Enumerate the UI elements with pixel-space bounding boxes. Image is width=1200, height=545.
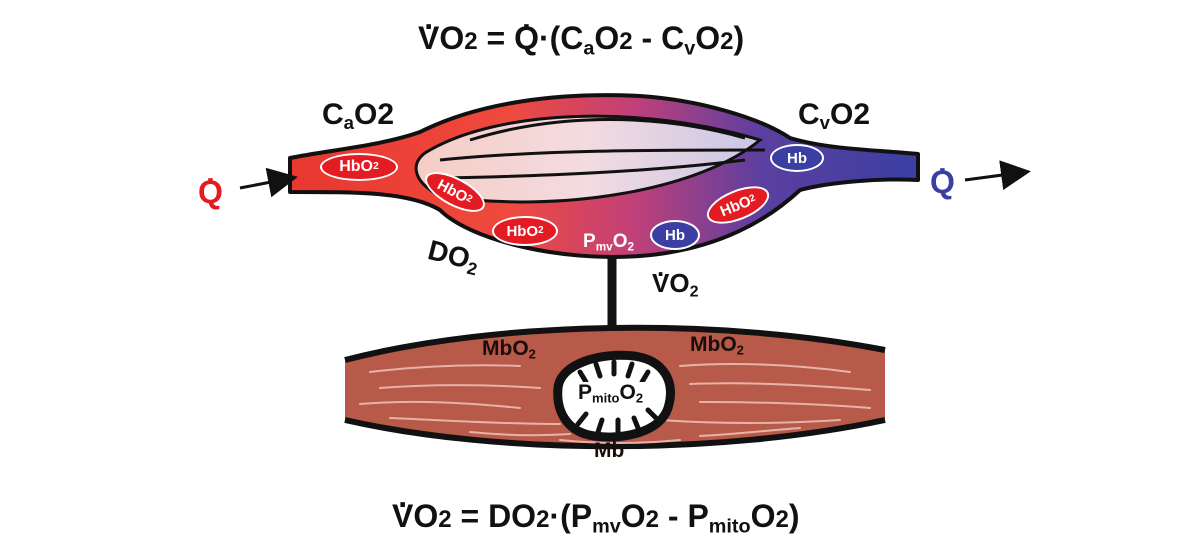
label-subscript: 2 <box>736 342 744 358</box>
equation-top: VO2 = Q·(CaO2 - CvO2) <box>418 20 745 58</box>
pill-text: Hb <box>665 226 685 244</box>
label-subscript: 2 <box>528 346 536 362</box>
label-text: O <box>354 98 378 131</box>
fiber-line <box>439 148 766 162</box>
label-subscript: 2 <box>689 282 699 301</box>
label-text: P <box>578 381 593 404</box>
fiber-line <box>469 118 746 142</box>
label-text: O <box>830 98 854 131</box>
equation-term: (P <box>560 498 593 534</box>
equation-subscript: 2 <box>775 506 789 533</box>
equation-term: O <box>695 20 721 56</box>
equation-subscript: mv <box>592 515 621 538</box>
fiber-line <box>444 158 746 180</box>
vdot-symbol: V <box>392 500 413 532</box>
label-text: C <box>798 98 820 131</box>
pill-subscript: 2 <box>464 192 475 206</box>
pmvo2-label: PmvO2 <box>583 231 635 254</box>
equation-subscript: 2 <box>645 506 659 533</box>
hb-pill-outlet: Hb <box>770 144 824 172</box>
label-text: Mb <box>594 439 625 462</box>
label-subscript: 2 <box>635 390 644 406</box>
mitochondria-cristae <box>575 359 659 435</box>
equation-subscript: 2 <box>720 28 734 55</box>
equation-term: - P <box>659 498 709 534</box>
equation-term: (C <box>549 20 584 56</box>
equation-subscript: mito <box>708 515 751 538</box>
equation-term: O <box>750 498 776 534</box>
hb-pill-bottom: Hb <box>650 220 700 250</box>
q-inflow-label: Q <box>198 176 223 208</box>
equation-subscript: a <box>583 37 595 60</box>
label-subscript: 2 <box>627 240 635 254</box>
muscle-striations <box>359 363 871 444</box>
pill-text: HbO <box>717 192 754 220</box>
mbo2-label-right: MbO2 <box>690 333 744 358</box>
cao2-label: CaO2 <box>322 98 395 134</box>
equation-subscript: 2 <box>536 506 550 533</box>
equation-term: ) <box>788 498 800 534</box>
vdot-symbol: V <box>652 270 669 296</box>
equation-subscript: 2 <box>464 28 478 55</box>
equation-term: DO <box>488 498 537 534</box>
equation-subscript: v <box>684 37 696 60</box>
label-text: P <box>583 231 596 252</box>
mb-label: Mb <box>594 440 624 461</box>
equation-term: O <box>413 498 439 534</box>
equation-bottom: VO2 = DO2·(PmvO2 - PmitoO2) <box>392 498 800 536</box>
label-text: O <box>669 268 690 298</box>
outflow-arrow <box>964 160 1031 191</box>
equation-subscript: 2 <box>619 28 633 55</box>
label-text: MbO <box>690 333 737 356</box>
equals-sign: = <box>477 20 515 56</box>
equals-sign: = <box>451 498 489 534</box>
label-subscript: v <box>819 112 831 134</box>
label-subscript: mv <box>595 240 613 254</box>
pill-text: Hb <box>787 149 807 167</box>
mbo2-label-left: MbO2 <box>482 337 536 362</box>
equation-term: O <box>439 20 465 56</box>
qdot-symbol: Q <box>198 176 223 208</box>
equation-subscript: 2 <box>438 506 452 533</box>
label-subscript: a <box>343 112 355 134</box>
label-text: C <box>322 98 344 131</box>
pill-text: HbO <box>339 158 373 175</box>
qdot-symbol: Q <box>514 22 539 54</box>
pmitoo2-label: PmitoO2 <box>576 381 646 406</box>
label-text: O <box>612 231 628 252</box>
label-subscript: mito <box>592 390 620 406</box>
pill-text: HbO <box>506 222 539 240</box>
qdot-symbol: Q <box>930 166 955 198</box>
equation-term: O <box>594 20 620 56</box>
label-subscript: 2 <box>853 98 871 131</box>
equation-term: O <box>620 498 646 534</box>
label-text: MbO <box>482 337 529 360</box>
muscle-top-edge <box>344 324 886 363</box>
pill-subscript: 2 <box>747 192 758 205</box>
label-subscript: 2 <box>377 98 395 131</box>
vdot-symbol: V <box>418 22 439 54</box>
equation-term: - C <box>632 20 685 56</box>
inflow-arrow <box>239 167 298 198</box>
vo2-flux-label: VO2 <box>652 268 699 300</box>
equation-term: ) <box>733 20 745 56</box>
muscle-bottom-edge <box>344 417 886 450</box>
cvo2-label: CvO2 <box>798 98 871 134</box>
multiply-dot: · <box>549 498 561 534</box>
q-outflow-label: Q <box>930 166 955 198</box>
label-text: O <box>619 381 636 404</box>
multiply-dot: · <box>538 20 550 56</box>
